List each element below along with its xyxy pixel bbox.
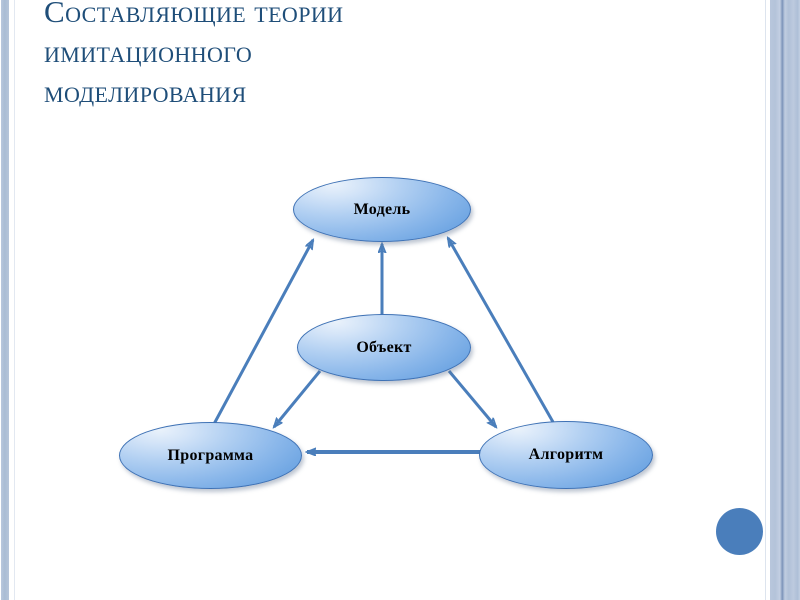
right-accent-band [770,0,800,600]
edge-object-to-program [274,370,322,427]
diagram-node-model[interactable]: Модель [293,177,471,242]
edge-object-to-algorithm [447,370,496,427]
right-hairline-rule [765,0,766,600]
slide-title: Составляющие теории имитационного модели… [44,0,344,109]
left-accent-bar [1,0,9,600]
diagram-node-object[interactable]: Объект [297,314,471,381]
left-hairline-rule [14,0,15,600]
edge-algorithm-to-model [446,238,555,423]
edge-program-to-model [212,240,315,425]
diagram-node-program[interactable]: Программа [119,422,302,489]
decorative-bullet-circle [716,508,763,555]
diagram-node-algorithm[interactable]: Алгоритм [479,421,653,489]
